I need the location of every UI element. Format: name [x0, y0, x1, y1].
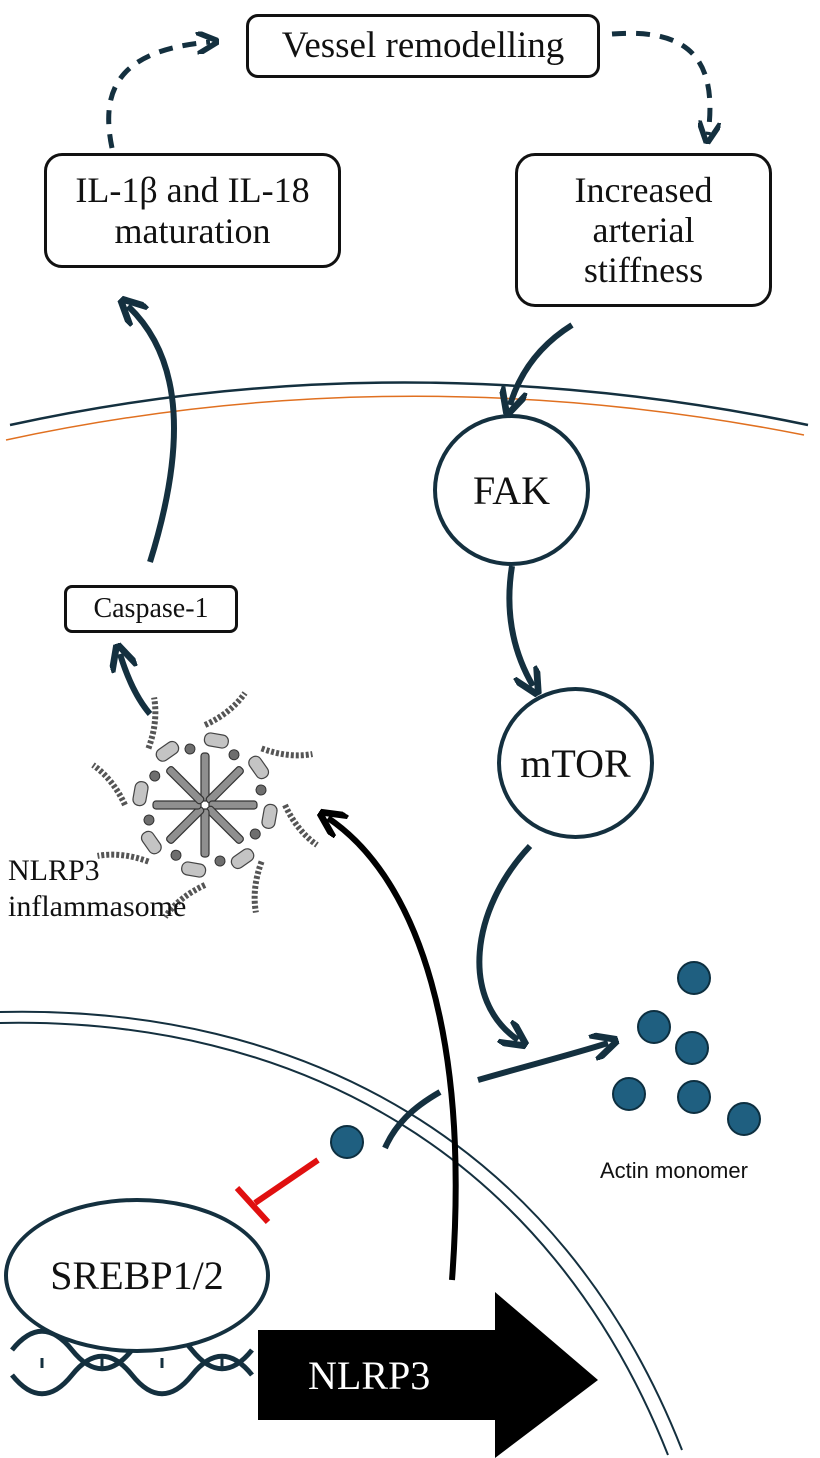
arrow-inflammasome-to-caspase	[120, 654, 153, 716]
mtor-oval: mTOR	[497, 687, 654, 839]
arrow-stiffness-to-fak	[510, 322, 574, 405]
arrow-nucleus-to-actin	[477, 1043, 608, 1083]
arrow-caspase-to-il	[128, 306, 177, 563]
inflammasome-graphic	[91, 691, 319, 919]
inhibition-bar	[234, 1185, 271, 1225]
nlrp3-gene-label: NLRP3	[308, 1353, 431, 1398]
increased-stiffness-box: Increased arterial stiffness	[515, 153, 772, 307]
nlrp3-gene-arrow	[258, 1292, 598, 1458]
nuclear-pore-arc	[382, 1089, 442, 1150]
vessel-remodelling-box: Vessel remodelling	[246, 14, 600, 78]
caspase-box: Caspase-1	[64, 585, 238, 633]
arrow-fak-to-mtor	[506, 565, 533, 686]
srebp-oval: SREBP1/2	[4, 1198, 270, 1353]
fak-oval: FAK	[433, 414, 590, 566]
arrow-il-to-vessel	[106, 42, 210, 149]
cell-membrane-outer	[9, 381, 809, 427]
cell-membrane-inner	[5, 395, 805, 441]
actin-monomers	[330, 961, 761, 1159]
actin-label: Actin monomer	[600, 1158, 748, 1183]
arrow-vessel-to-stiffness	[611, 30, 710, 135]
inflammasome-label: NLRP3 inflammasome	[8, 854, 187, 923]
arrow-mtor-to-actin	[476, 843, 530, 1040]
inhibition-line	[253, 1157, 320, 1206]
il-maturation-box: IL-1β and IL-18 maturation	[44, 153, 341, 268]
arrow-gene-to-inflammasome	[328, 818, 459, 1281]
